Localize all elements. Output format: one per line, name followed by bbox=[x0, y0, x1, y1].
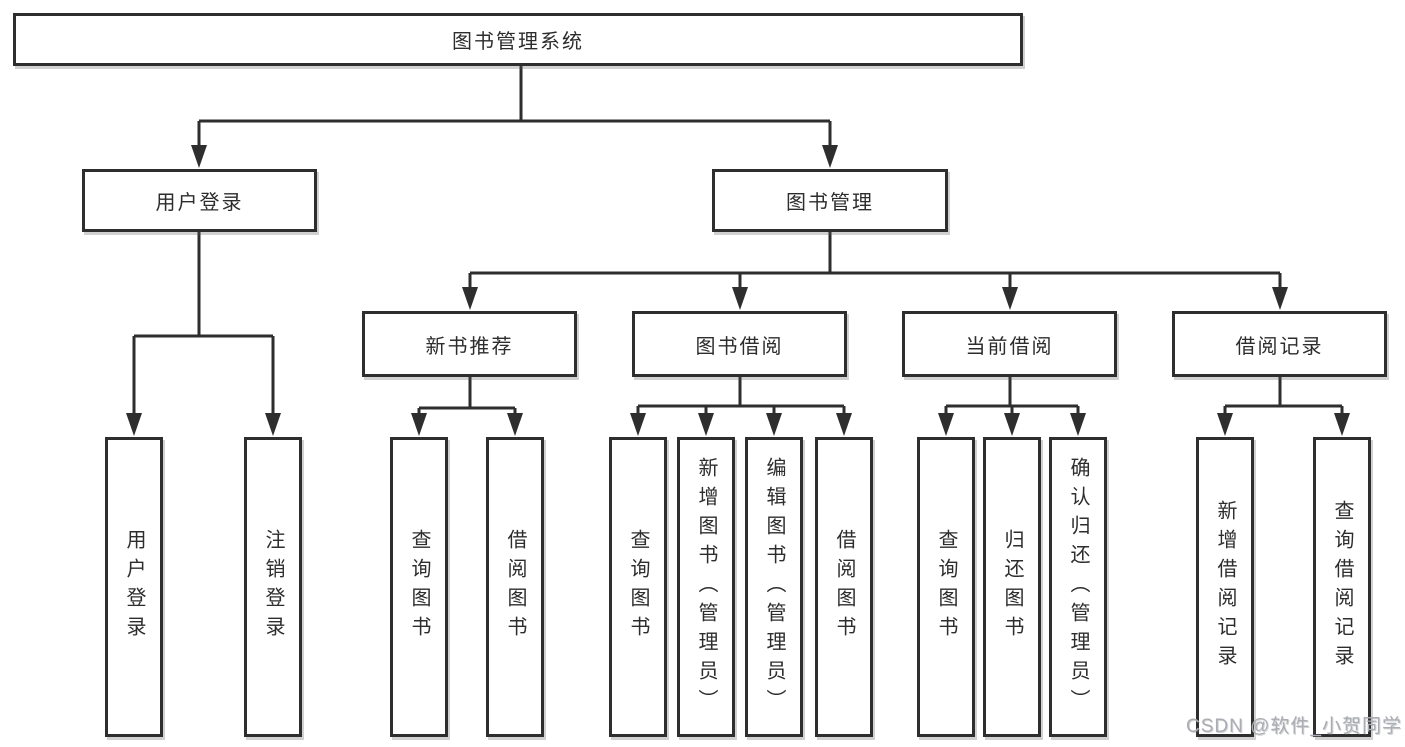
leaf-query-books-1: 查询图书 bbox=[390, 437, 448, 737]
leaf-logout: 注销登录 bbox=[244, 437, 302, 737]
leaf-add-borrow-record-label: 新增借阅记录 bbox=[1214, 500, 1236, 674]
leaf-add-borrow-record: 新增借阅记录 bbox=[1196, 437, 1254, 737]
node-borrowing-records: 借阅记录 bbox=[1172, 311, 1387, 377]
leaf-confirm-return-admin: 确认归还（管理员） bbox=[1049, 437, 1107, 737]
leaf-return-books: 归还图书 bbox=[983, 437, 1041, 737]
node-book-management: 图书管理 bbox=[712, 169, 948, 232]
node-book-borrowing: 图书借阅 bbox=[632, 311, 847, 377]
leaf-return-books-label: 归还图书 bbox=[1001, 529, 1023, 645]
node-current-borrowing: 当前借阅 bbox=[902, 311, 1117, 377]
leaf-query-books-3-label: 查询图书 bbox=[935, 529, 957, 645]
leaf-query-borrow-record: 查询借阅记录 bbox=[1313, 437, 1371, 737]
leaf-query-borrow-record-label: 查询借阅记录 bbox=[1331, 500, 1353, 674]
leaf-add-books-admin-label: 新增图书（管理员） bbox=[695, 456, 717, 718]
leaf-edit-books-admin-label: 编辑图书（管理员） bbox=[763, 456, 785, 718]
leaf-logout-label: 注销登录 bbox=[262, 529, 284, 645]
node-user-login: 用户登录 bbox=[82, 169, 317, 232]
node-borrowing-records-label: 借阅记录 bbox=[1235, 335, 1324, 358]
leaf-borrow-books-2-label: 借阅图书 bbox=[833, 529, 855, 645]
leaf-borrow-books-1: 借阅图书 bbox=[486, 437, 544, 737]
leaf-query-books-2: 查询图书 bbox=[609, 437, 667, 737]
leaf-borrow-books-1-label: 借阅图书 bbox=[504, 529, 526, 645]
node-root-label: 图书管理系统 bbox=[452, 31, 584, 53]
leaf-query-books-2-label: 查询图书 bbox=[627, 529, 649, 645]
leaf-add-books-admin: 新增图书（管理员） bbox=[677, 437, 735, 737]
leaf-query-books-3: 查询图书 bbox=[917, 437, 975, 737]
leaf-borrow-books-2: 借阅图书 bbox=[815, 437, 873, 737]
csdn-watermark: CSDN @软件_小贺同学 bbox=[1186, 716, 1402, 737]
node-book-management-label: 图书管理 bbox=[786, 192, 874, 214]
node-new-book-recommend-label: 新书推荐 bbox=[425, 335, 514, 358]
node-new-book-recommend: 新书推荐 bbox=[362, 311, 577, 377]
leaf-confirm-return-admin-label: 确认归还（管理员） bbox=[1067, 456, 1089, 718]
node-root: 图书管理系统 bbox=[13, 13, 1023, 66]
leaf-edit-books-admin: 编辑图书（管理员） bbox=[745, 437, 803, 737]
leaf-query-books-1-label: 查询图书 bbox=[408, 529, 430, 645]
leaf-user-login: 用户登录 bbox=[105, 437, 163, 737]
leaf-user-login-label: 用户登录 bbox=[123, 529, 145, 645]
node-user-login-label: 用户登录 bbox=[155, 192, 244, 214]
node-book-borrowing-label: 图书借阅 bbox=[695, 335, 784, 358]
node-current-borrowing-label: 当前借阅 bbox=[965, 335, 1054, 358]
